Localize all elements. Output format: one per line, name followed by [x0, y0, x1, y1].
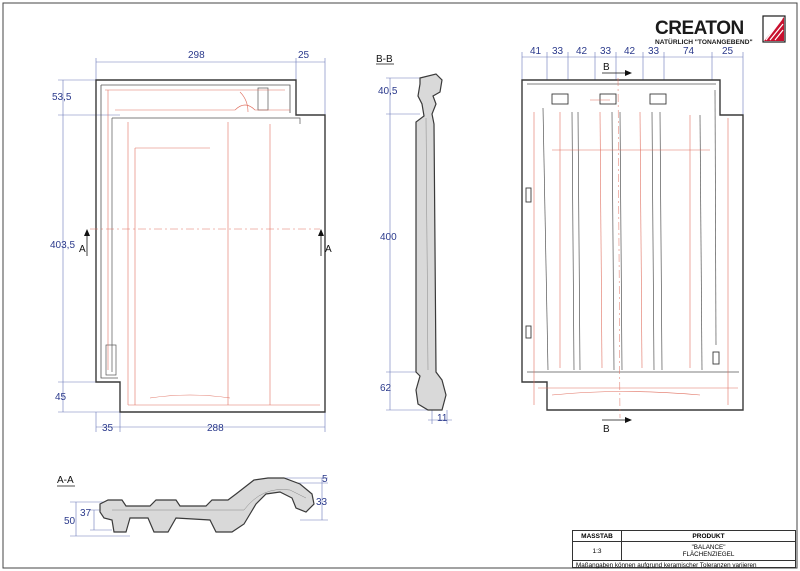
dim-back-8: 25: [722, 46, 734, 57]
logo-brand: CREATON: [655, 18, 744, 39]
dim-aa-left-outer: 50: [64, 516, 76, 527]
section-marker-b-top: B: [603, 62, 610, 73]
dim-back-2: 33: [552, 46, 564, 57]
creaton-logo: CREATON NATÜRLICH "TONANGEBEND": [655, 15, 786, 46]
dim-back-5: 42: [624, 46, 636, 57]
product-name: "BALANCE": [691, 543, 726, 551]
dim-top-width: 298: [188, 50, 205, 61]
logo-tagline: NATÜRLICH "TONANGEBEND": [655, 37, 753, 46]
product-info: "BALANCE" FLÄCHENZIEGEL: [622, 542, 795, 560]
section-b-b-title: B-B: [376, 54, 393, 65]
dim-top-overhang: 25: [298, 50, 310, 61]
dim-bb-top: 40,5: [378, 86, 398, 97]
dim-aa-left-inner: 37: [80, 508, 92, 519]
section-a-a-title: A-A: [57, 475, 74, 486]
dim-back-1: 41: [530, 46, 542, 57]
back-view: B B 41 33 42 33 42 33 74 25: [521, 46, 744, 435]
section-b-b-view: B-B 40,5 400 62 11: [376, 54, 452, 424]
dim-back-7: 74: [683, 46, 695, 57]
logo-mark-icon: [762, 15, 786, 43]
front-view: A A 298 25 53,5 403,5 45 35 288: [50, 50, 332, 434]
dim-bb-bottom: 62: [380, 383, 392, 394]
dim-aa-right-top: 5: [322, 474, 328, 485]
scale-header: MASSTAB: [573, 531, 622, 541]
scale-value: 1:3: [573, 542, 622, 560]
dim-bb-thickness: 11: [437, 413, 448, 424]
dim-back-3: 42: [576, 46, 588, 57]
dim-left-total: 403,5: [50, 240, 75, 251]
dim-back-4: 33: [600, 46, 612, 57]
title-block-header-row: MASSTAB PRODUKT: [573, 531, 795, 542]
product-type: FLÄCHENZIEGEL: [682, 551, 735, 558]
dim-bottom-width: 288: [207, 423, 224, 434]
dim-aa-right-bottom: 33: [316, 497, 328, 508]
section-marker-a-right: A: [325, 244, 332, 255]
product-header: PRODUKT: [692, 532, 725, 540]
dim-bottom-offset: 35: [102, 423, 114, 434]
dim-left-top: 53,5: [52, 92, 72, 103]
section-marker-a-left: A: [79, 244, 86, 255]
dim-back-6: 33: [648, 46, 660, 57]
tolerance-note: Maßangaben können aufgrund keramischer T…: [576, 562, 757, 569]
dim-left-bottom: 45: [55, 392, 67, 403]
title-block-value-row: 1:3 "BALANCE" FLÄCHENZIEGEL: [573, 542, 795, 561]
section-a-a-view: A-A 50 37 5 33: [57, 474, 328, 537]
section-marker-b-bottom: B: [603, 424, 610, 435]
title-block: MASSTAB PRODUKT 1:3 "BALANCE" FLÄCHENZIE…: [572, 530, 796, 569]
dim-bb-middle: 400: [380, 232, 397, 243]
